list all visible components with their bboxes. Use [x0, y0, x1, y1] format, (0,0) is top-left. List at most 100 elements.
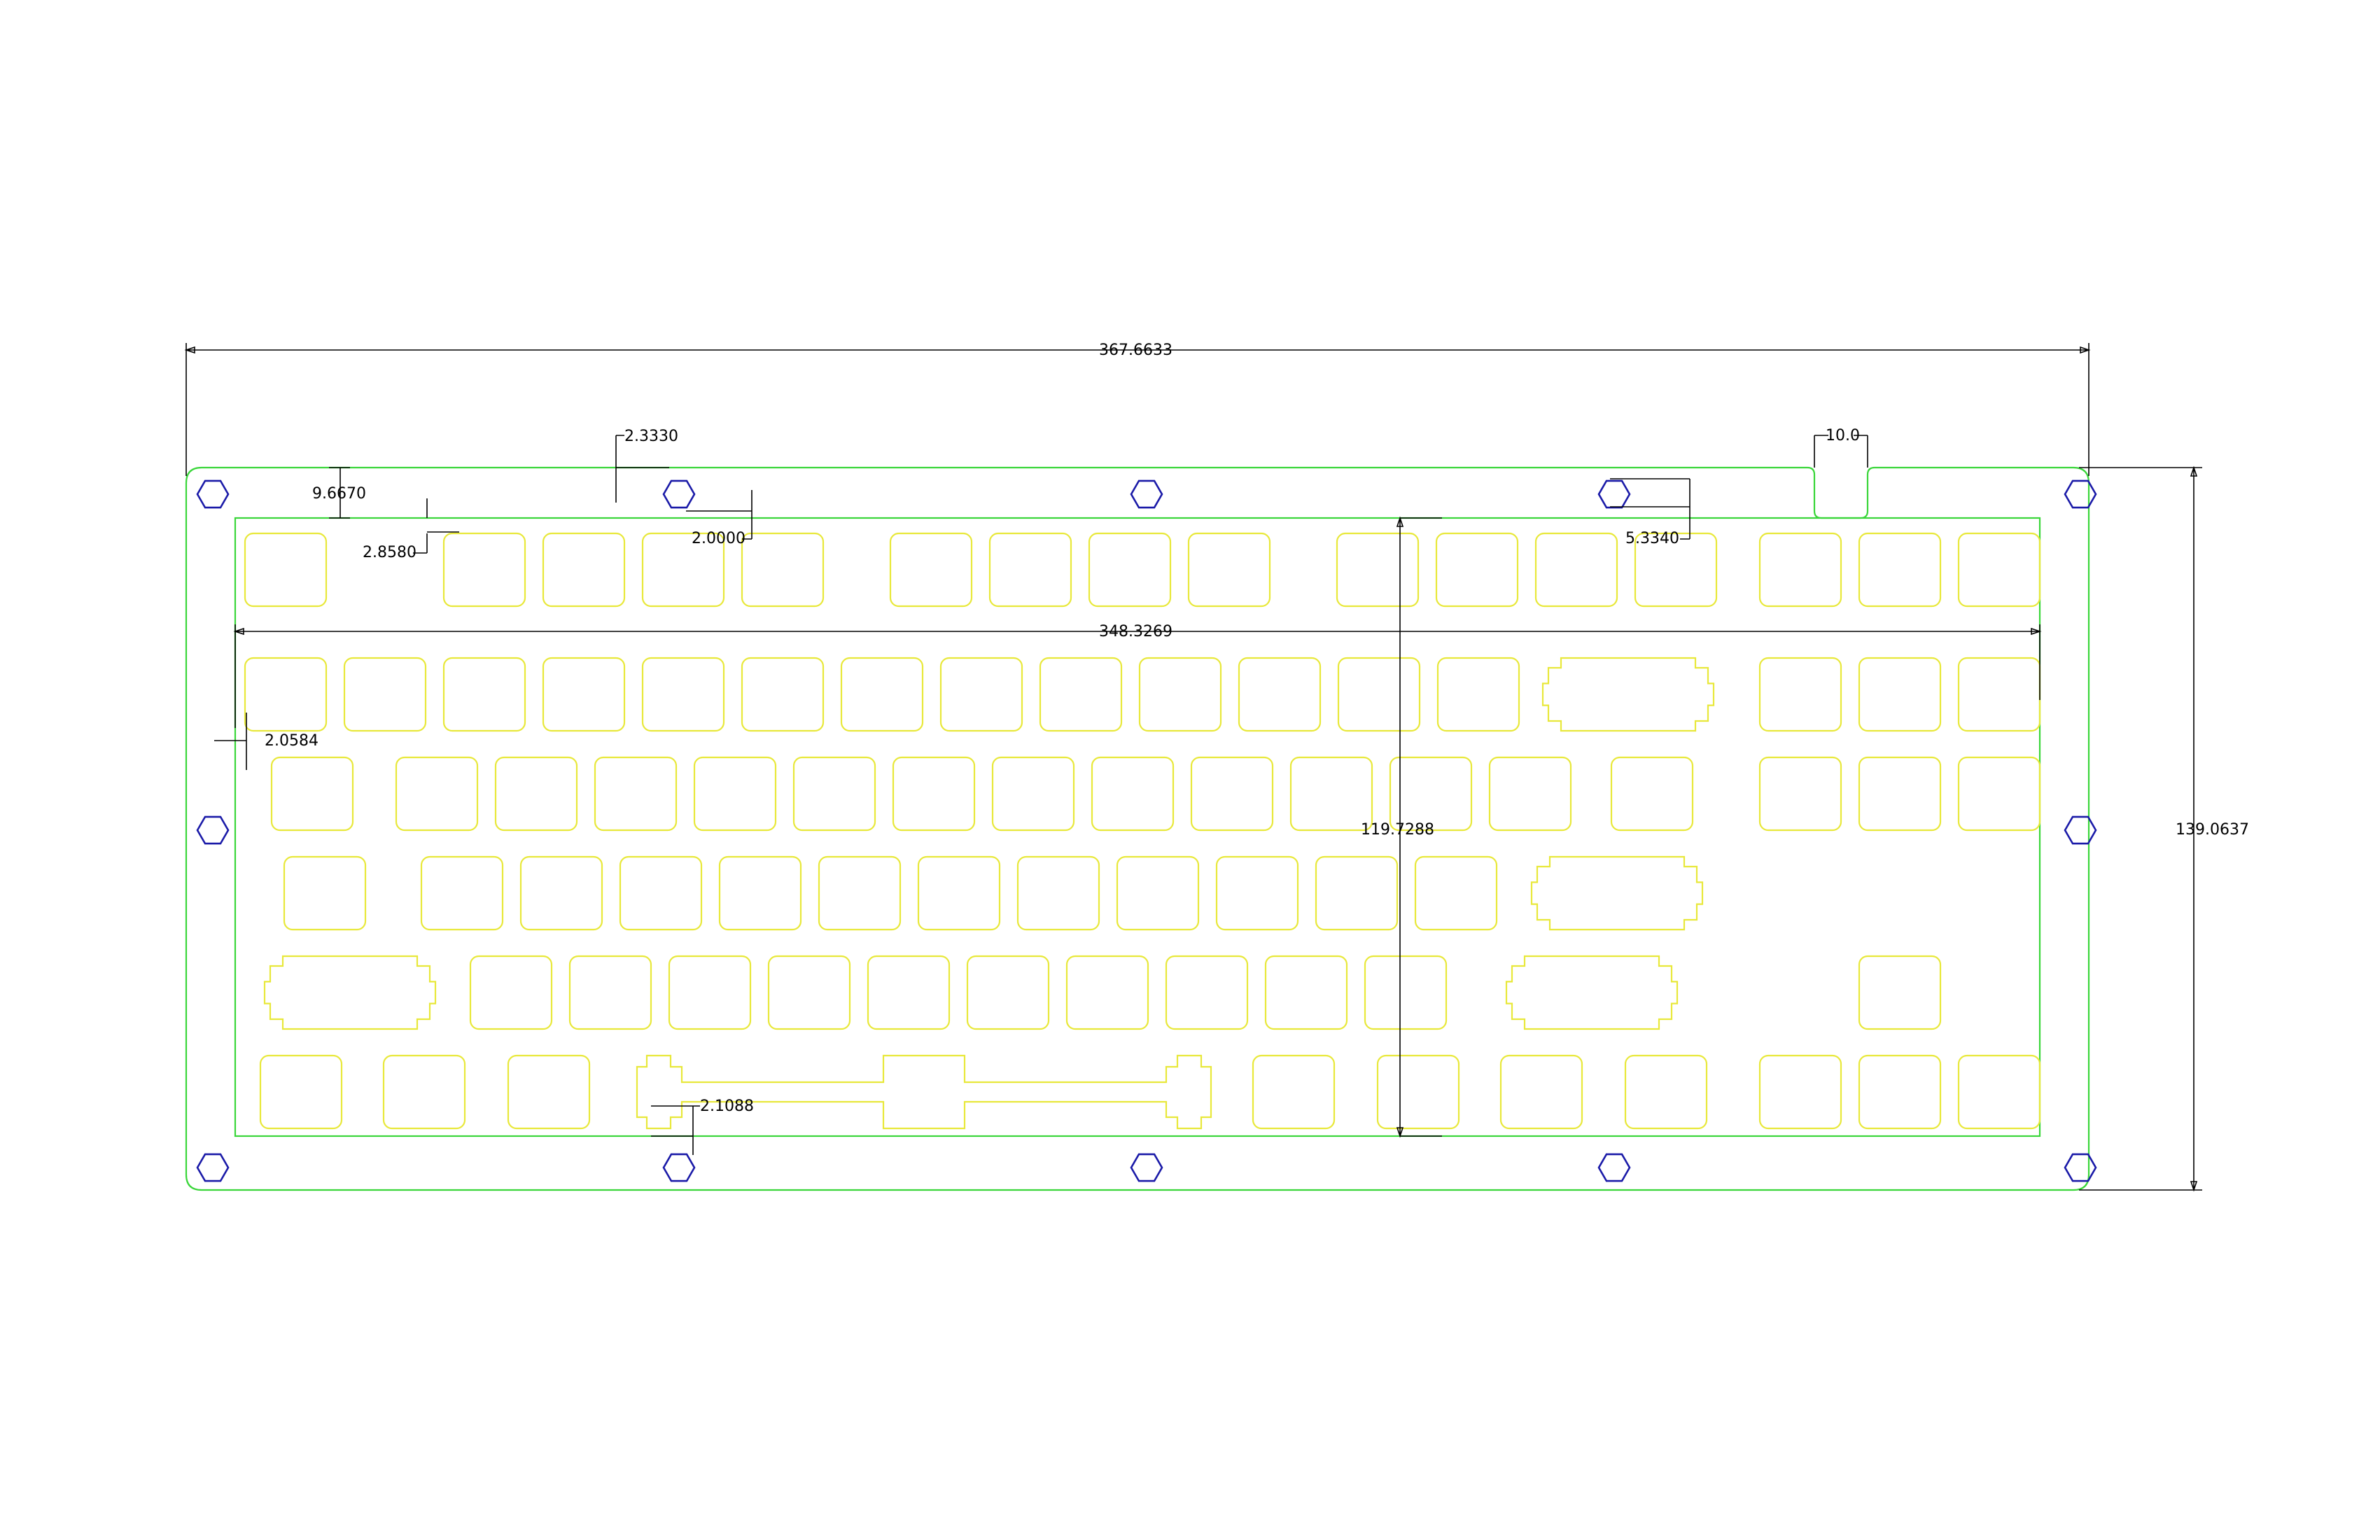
- switch-cutout: [1624, 1054, 1708, 1130]
- switch-cutout: [641, 657, 725, 732]
- switch-cutout: [1264, 955, 1348, 1030]
- switch-cutout: [1610, 756, 1694, 832]
- dim-notch-depth: 2.3330: [624, 428, 678, 445]
- switch-cutout: [1858, 657, 1942, 732]
- dim-key-gap: 2.0000: [692, 530, 746, 547]
- mount-hole: [1597, 479, 1631, 509]
- switch-cutout: [641, 532, 725, 608]
- switch-cutout: [792, 756, 876, 832]
- switch-cutout: [718, 855, 802, 931]
- stabilizer-cutout: [263, 955, 437, 1030]
- mount-hole: [1130, 1153, 1163, 1182]
- switch-cutout: [1238, 657, 1322, 732]
- switch-cutout: [1414, 855, 1498, 931]
- switch-cutout: [442, 657, 526, 732]
- switch-cutout: [1858, 532, 1942, 608]
- switch-cutout: [1436, 657, 1520, 732]
- switch-cutout: [1858, 756, 1942, 832]
- dim-row-offset: 2.8580: [363, 544, 416, 561]
- mount-hole: [196, 1153, 230, 1182]
- switch-cutout: [1039, 657, 1123, 732]
- switch-cutout: [1758, 657, 1842, 732]
- mount-hole: [1597, 1153, 1631, 1182]
- switch-cutout: [1138, 657, 1222, 732]
- switch-cutout: [939, 657, 1023, 732]
- switch-cutout: [966, 955, 1050, 1030]
- switch-cutout: [1289, 756, 1373, 832]
- switch-cutout: [1376, 1054, 1460, 1130]
- switch-cutout: [1957, 1054, 2041, 1130]
- switch-cutout: [519, 855, 603, 931]
- dim-top-margin: 9.6670: [312, 485, 366, 503]
- stabilizer-cutouts: [263, 657, 1715, 1130]
- switch-cutout: [1957, 532, 2041, 608]
- switch-cutout: [1435, 532, 1519, 608]
- switch-cutout: [1534, 532, 1618, 608]
- outer-plate-outline: [185, 466, 2090, 1191]
- switch-cutout: [395, 756, 479, 832]
- switch-cutout: [270, 756, 354, 832]
- switch-cutout: [867, 955, 951, 1030]
- switch-cutout: [594, 756, 678, 832]
- stabilizer-cutout: [1505, 955, 1679, 1030]
- switch-cutout: [442, 532, 526, 608]
- dim-side-margin: 2.0584: [265, 732, 318, 750]
- mount-hole: [2064, 1153, 2097, 1182]
- switch-cutout: [542, 657, 626, 732]
- switch-cutout: [818, 855, 902, 931]
- switch-cutout: [343, 657, 427, 732]
- switch-cutout: [283, 855, 367, 931]
- mount-hole: [662, 479, 696, 509]
- switch-cutout: [244, 532, 328, 608]
- mount-hole: [196, 816, 230, 845]
- switch-cutout: [1337, 657, 1421, 732]
- switch-cutout: [1488, 756, 1572, 832]
- switch-cutout: [1088, 532, 1172, 608]
- mount-hole: [2064, 479, 2097, 509]
- switch-cutout: [469, 955, 553, 1030]
- switch-cutout: [494, 756, 578, 832]
- switch-cutout: [1389, 756, 1473, 832]
- switch-cutout: [1016, 855, 1100, 931]
- mount-hole: [2064, 816, 2097, 845]
- mount-holes: [196, 479, 2097, 1182]
- switch-cutouts: [244, 532, 2041, 1130]
- dimension-lines: [184, 343, 2202, 1192]
- stabilizer-cutout: [1541, 657, 1715, 732]
- switch-cutout: [668, 955, 752, 1030]
- dim-bottom-offset: 2.1088: [700, 1098, 754, 1115]
- switch-cutout: [1957, 657, 2041, 732]
- switch-cutout: [1336, 532, 1420, 608]
- switch-cutout: [619, 855, 703, 931]
- switch-cutout: [1252, 1054, 1336, 1130]
- switch-cutout: [382, 1054, 466, 1130]
- dim-tab-width: 10.0: [1826, 427, 1860, 444]
- switch-cutout: [1187, 532, 1271, 608]
- switch-cutout: [917, 855, 1001, 931]
- switch-cutout: [1758, 1054, 1842, 1130]
- switch-cutout: [988, 532, 1072, 608]
- mount-hole: [196, 479, 230, 509]
- dim-overall-height: 139.0637: [2176, 821, 2249, 839]
- switch-cutout: [693, 756, 777, 832]
- stabilizer-cutout: [1530, 855, 1704, 931]
- switch-cutout: [889, 532, 973, 608]
- switch-cutout: [991, 756, 1075, 832]
- switch-cutout: [1065, 955, 1149, 1030]
- switch-cutout: [259, 1054, 343, 1130]
- switch-cutout: [1315, 855, 1399, 931]
- spacebar-cutout: [636, 1054, 1212, 1130]
- switch-cutout: [1957, 756, 2041, 832]
- switch-cutout: [1858, 955, 1942, 1030]
- switch-cutout: [1858, 1054, 1942, 1130]
- switch-cutout: [1116, 855, 1200, 931]
- switch-cutout: [1165, 955, 1249, 1030]
- switch-cutout: [568, 955, 652, 1030]
- dim-stab-offset: 5.3340: [1625, 530, 1679, 547]
- switch-cutout: [507, 1054, 591, 1130]
- mount-hole: [1130, 479, 1163, 509]
- switch-cutout: [1190, 756, 1274, 832]
- switch-cutout: [1215, 855, 1299, 931]
- switch-cutout: [1091, 756, 1175, 832]
